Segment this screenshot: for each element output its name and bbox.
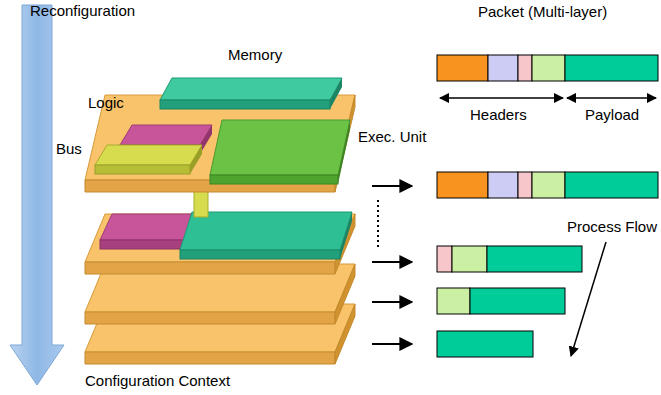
memory-label: Memory (228, 46, 282, 64)
headers-span (440, 97, 563, 99)
process-flow-label: Process Flow (567, 218, 657, 236)
memory-block (180, 212, 352, 259)
reconfiguration-arrow (10, 5, 64, 385)
dotted-line (377, 200, 379, 248)
packet-bar (437, 172, 658, 198)
packet-bar (437, 331, 533, 357)
layer-arrow (372, 185, 412, 187)
process-flow-arrow (571, 242, 606, 356)
payload-label: Payload (585, 106, 639, 124)
context-label: Configuration Context (85, 372, 230, 390)
packet-title: Packet (Multi-layer) (478, 3, 607, 21)
memory-block (160, 78, 342, 109)
packet-bar (437, 55, 658, 81)
logic-label: Logic (88, 94, 124, 112)
packet-bar (437, 288, 565, 314)
exec-unit-label: Exec. Unit (358, 128, 426, 146)
context-layer (85, 304, 355, 364)
layer-arrow (372, 261, 412, 263)
bus-label: Bus (56, 140, 82, 158)
exec-unit-block (210, 120, 350, 184)
layer-arrow (372, 343, 412, 345)
context-layer (85, 95, 355, 192)
bus-block (95, 145, 202, 174)
payload-span (567, 97, 656, 99)
layer-arrow (372, 301, 412, 303)
packet-bar (437, 246, 582, 272)
headers-label: Headers (470, 106, 527, 124)
reconfiguration-label: Reconfiguration (30, 2, 135, 20)
